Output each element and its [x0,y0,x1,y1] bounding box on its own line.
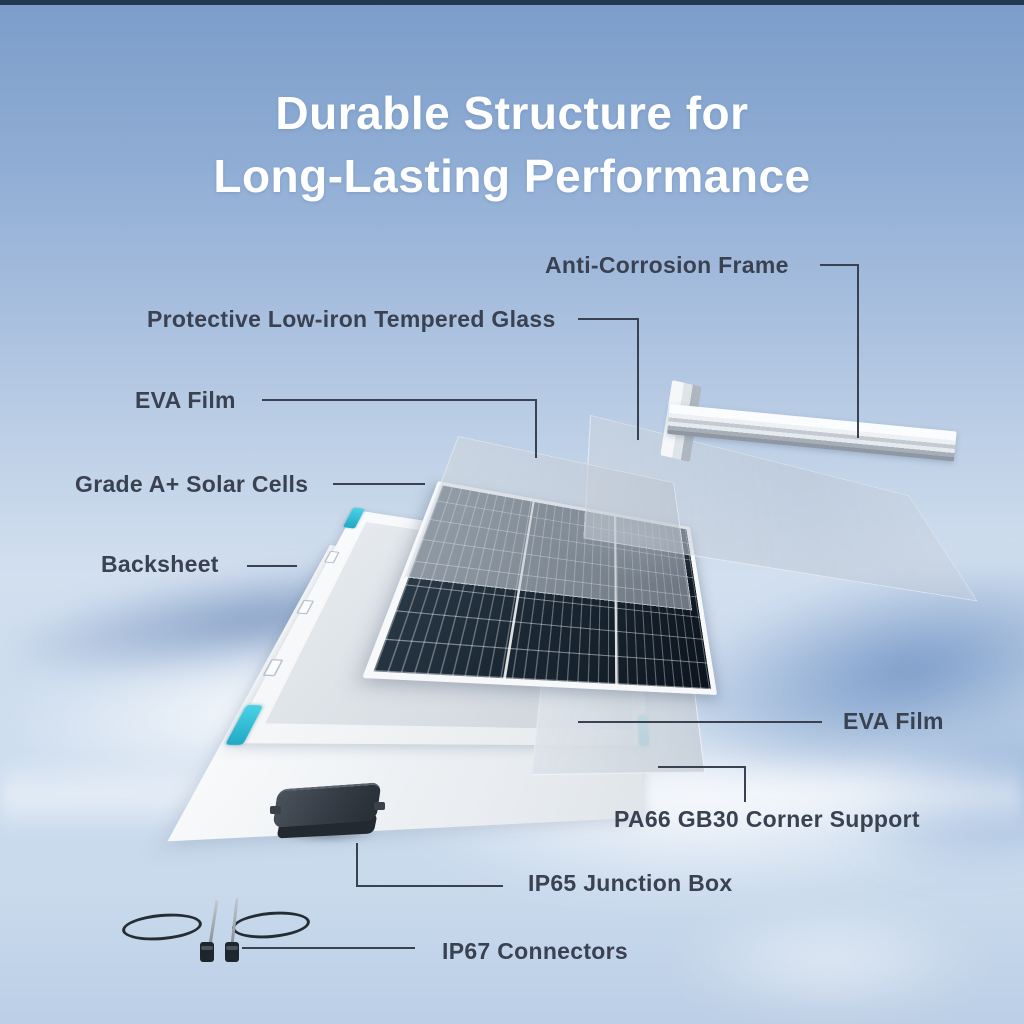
title-line-2: Long-Lasting Performance [213,150,811,203]
cable-loop-left [121,910,203,944]
callout-line-connectors-h [242,947,415,949]
cable-stem-left [208,900,219,946]
label-tempered-glass: Protective Low-iron Tempered Glass [147,306,556,332]
callout-line-eva-bottom-h [578,721,822,723]
callout-line-eva-top-h [262,399,536,401]
label-eva-film-bottom: EVA Film [843,708,944,734]
corner-support-top-left [343,507,365,529]
junction-box-lid [272,782,382,828]
callout-line-glass-h [578,318,638,320]
cable-loop-right [231,908,311,942]
label-corner-support: PA66 GB30 Corner Support [614,806,920,832]
wave-bottom-glow [600,880,1024,1024]
junction-box-tab-left [270,806,281,814]
callout-line-backsheet-h [247,565,297,567]
wave-blue-lower [738,600,1024,960]
connectors-illustration [118,897,328,968]
callout-line-corner-support-v [744,766,746,802]
aluminum-frame-illustration [660,378,970,473]
callout-line-cells-h [333,483,425,485]
junction-box-tab-right [374,802,385,810]
callout-line-glass-v [637,318,639,440]
mc4-connector-right [225,942,239,962]
callout-line-frame-v [857,264,859,438]
page-title: Durable Structure for Long-Lasting Perfo… [0,82,1024,209]
callout-line-frame-h [820,264,858,266]
label-eva-film-top: EVA Film [135,387,236,413]
top-edge-strip [0,0,1024,5]
label-connectors: IP67 Connectors [442,938,628,964]
label-junction-box: IP65 Junction Box [528,870,733,896]
label-backsheet: Backsheet [101,551,219,577]
title-line-1: Durable Structure for [275,87,749,139]
callout-line-junction-box-v [356,843,358,887]
label-anti-corrosion-frame: Anti-Corrosion Frame [545,252,789,278]
callout-line-eva-top-v [535,399,537,458]
mc4-connector-left [200,942,214,962]
frame-arm-long [667,404,957,462]
label-solar-cells: Grade A+ Solar Cells [75,471,309,497]
junction-box-illustration [270,782,385,848]
callout-line-junction-box-h [356,885,503,887]
callout-line-corner-support-h [658,766,746,768]
